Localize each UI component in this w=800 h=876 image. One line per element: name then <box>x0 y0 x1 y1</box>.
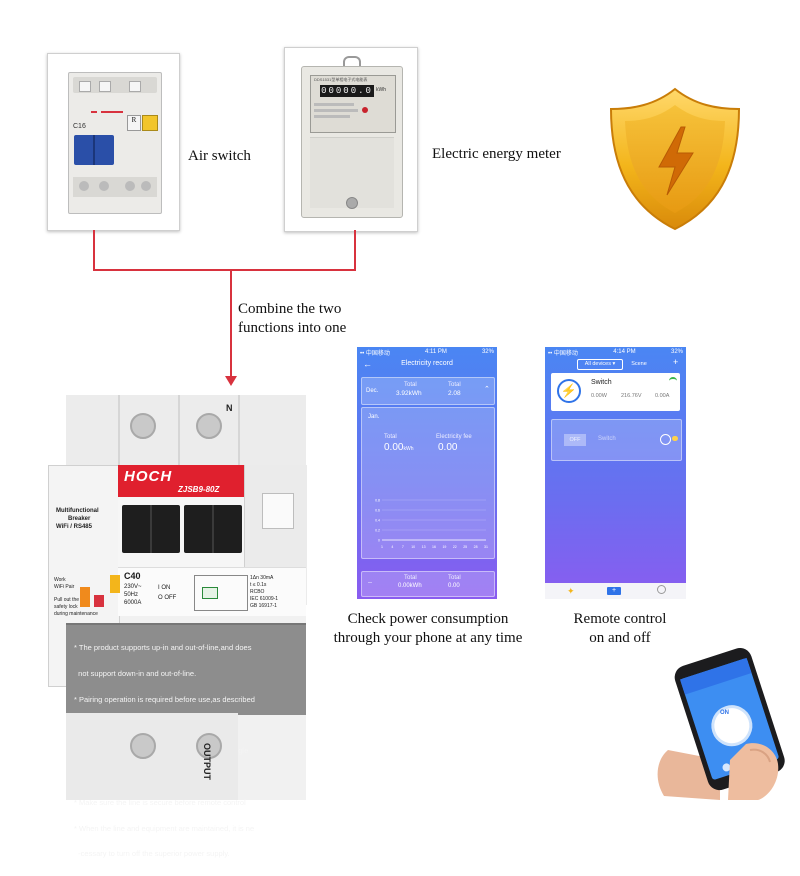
air-switch-body: C16 R <box>68 72 162 214</box>
cloud-icon <box>672 436 678 441</box>
x-tick-label: 7 <box>402 545 404 549</box>
y-tick-label: 0.8 <box>375 499 380 503</box>
x-tick-label: 22 <box>453 545 457 549</box>
terminal-screw <box>130 413 156 439</box>
device-lightning-icon: ⚡ <box>557 379 581 403</box>
y-tick-label: 0.4 <box>375 519 380 523</box>
chevron-up-icon: ⌃ <box>484 386 490 393</box>
electricity-record-screen: •• 中国移动 4:11 PM 32% ← Electricity record… <box>357 347 497 599</box>
current-rating: C40 <box>124 571 141 581</box>
test-button-square <box>262 493 294 529</box>
x-tick-label: 13 <box>422 545 426 549</box>
x-tick-label: 31 <box>484 545 488 549</box>
screen-title: Electricity record <box>401 360 453 367</box>
status-indicator <box>110 575 120 593</box>
on-off-labels: I ON O OFF <box>158 585 177 601</box>
phone-on-label: ON <box>720 710 729 716</box>
meter-lcd: 00000.0 <box>320 85 374 97</box>
profile-nav-icon[interactable] <box>657 585 666 594</box>
status-bar: •• 中国移动 4:11 PM 32% <box>360 349 494 357</box>
x-tick-label: 1 <box>381 545 383 549</box>
phone2-caption: Remote control on and off <box>573 611 667 646</box>
combine-caption: Combine the two functions into one <box>238 301 347 336</box>
x-tick-label: 28 <box>474 545 478 549</box>
device-list-screen: •• 中国移动 4:14 PM 32% All devices ▾ Scene … <box>545 347 686 599</box>
wiring-diagram <box>194 575 248 611</box>
wire-left-down <box>93 230 95 270</box>
model-number: ZJSB9-80Z <box>178 485 220 494</box>
wire-horizontal <box>93 269 356 271</box>
breaker-specs: 230V~ 50Hz 6000A <box>124 584 142 606</box>
wire-right-down <box>354 230 356 270</box>
meter-unit: kWh <box>376 87 386 93</box>
air-switch-rating: C16 <box>73 123 86 130</box>
test-button <box>142 115 158 131</box>
breaker-right-specs: 1Δn 30mA t ≤ 0.1s RCBO IEC 61009-1 GB 16… <box>250 575 279 609</box>
wifi-icon <box>669 377 677 384</box>
terminal-screw <box>196 413 222 439</box>
home-nav-icon[interactable]: ✦ <box>567 586 575 596</box>
y-tick-label: 0 <box>378 539 380 543</box>
terminal-screw <box>130 733 156 759</box>
shield-lightning-icon <box>605 83 745 233</box>
status-bar: •• 中国移动 4:14 PM 32% <box>548 349 683 357</box>
device-card-switch[interactable]: ⚡ Switch 0.00W 216.76V 0.00A <box>551 373 680 411</box>
tab-scene[interactable]: Scene <box>631 361 647 367</box>
y-tick-label: 0.2 <box>375 529 380 533</box>
safety-lock <box>94 595 104 607</box>
arrow-down-icon <box>225 376 237 386</box>
breaker-left-labels: Work WiFi Pair Pull out the safety lock … <box>54 577 98 617</box>
add-nav-icon[interactable]: + <box>607 587 621 595</box>
brand-logo: HOCH <box>124 468 173 485</box>
x-tick-label: 10 <box>411 545 415 549</box>
wifi-pair-button <box>80 587 90 607</box>
energy-meter-body: DDS1531型单相电子式电能表 00000.0 kWh <box>301 66 403 218</box>
back-arrow-icon[interactable]: ← <box>363 359 372 369</box>
device-card-off[interactable]: OFF Switch <box>551 419 682 461</box>
y-tick-label: 0.6 <box>375 509 380 513</box>
add-icon[interactable]: + <box>673 357 679 367</box>
consumption-chart: 0.8 0.6 0.4 0.2 01 4 7 10 13 16 19 22 25 28 31 <box>375 499 488 550</box>
air-switch-caption: Air switch <box>188 148 251 164</box>
warning-panel <box>66 623 306 715</box>
air-switch-photo: C16 R <box>47 53 180 231</box>
x-tick-label: 16 <box>432 545 436 549</box>
month-panel: Jan. Total 0.00kWh Electricity fee 0.00 … <box>361 407 495 559</box>
brand-band <box>118 465 244 497</box>
power-icon[interactable] <box>660 434 671 445</box>
hand-holding-phone: ON <box>650 640 800 800</box>
record-row-bottom[interactable]: -- Total 0.00kWh Total 0.00 <box>361 571 495 597</box>
energy-meter-caption: Electric energy meter <box>432 146 561 162</box>
terminal-screw <box>196 733 222 759</box>
record-row-dec[interactable]: Dec. Total 3.92kWh Total 2.08 ⌃ <box>361 377 495 405</box>
breaker-side-title: Multifunctional Breaker WiFi / RS485 <box>56 508 99 530</box>
neutral-label: N <box>226 403 233 413</box>
phone1-caption: Check power consumption through your pho… <box>333 611 523 646</box>
energy-meter-photo: DDS1531型单相电子式电能表 00000.0 kWh <box>284 47 418 232</box>
x-tick-label: 25 <box>463 545 467 549</box>
x-tick-label: 19 <box>442 545 446 549</box>
wire-center-down <box>230 270 232 378</box>
tab-all-devices[interactable]: All devices ▾ <box>577 359 623 370</box>
smart-breaker: N Multifunctional Breaker WiFi / RS485 W… <box>48 395 307 858</box>
output-label: OUTPUT <box>202 743 212 780</box>
x-tick-label: 4 <box>391 545 393 549</box>
